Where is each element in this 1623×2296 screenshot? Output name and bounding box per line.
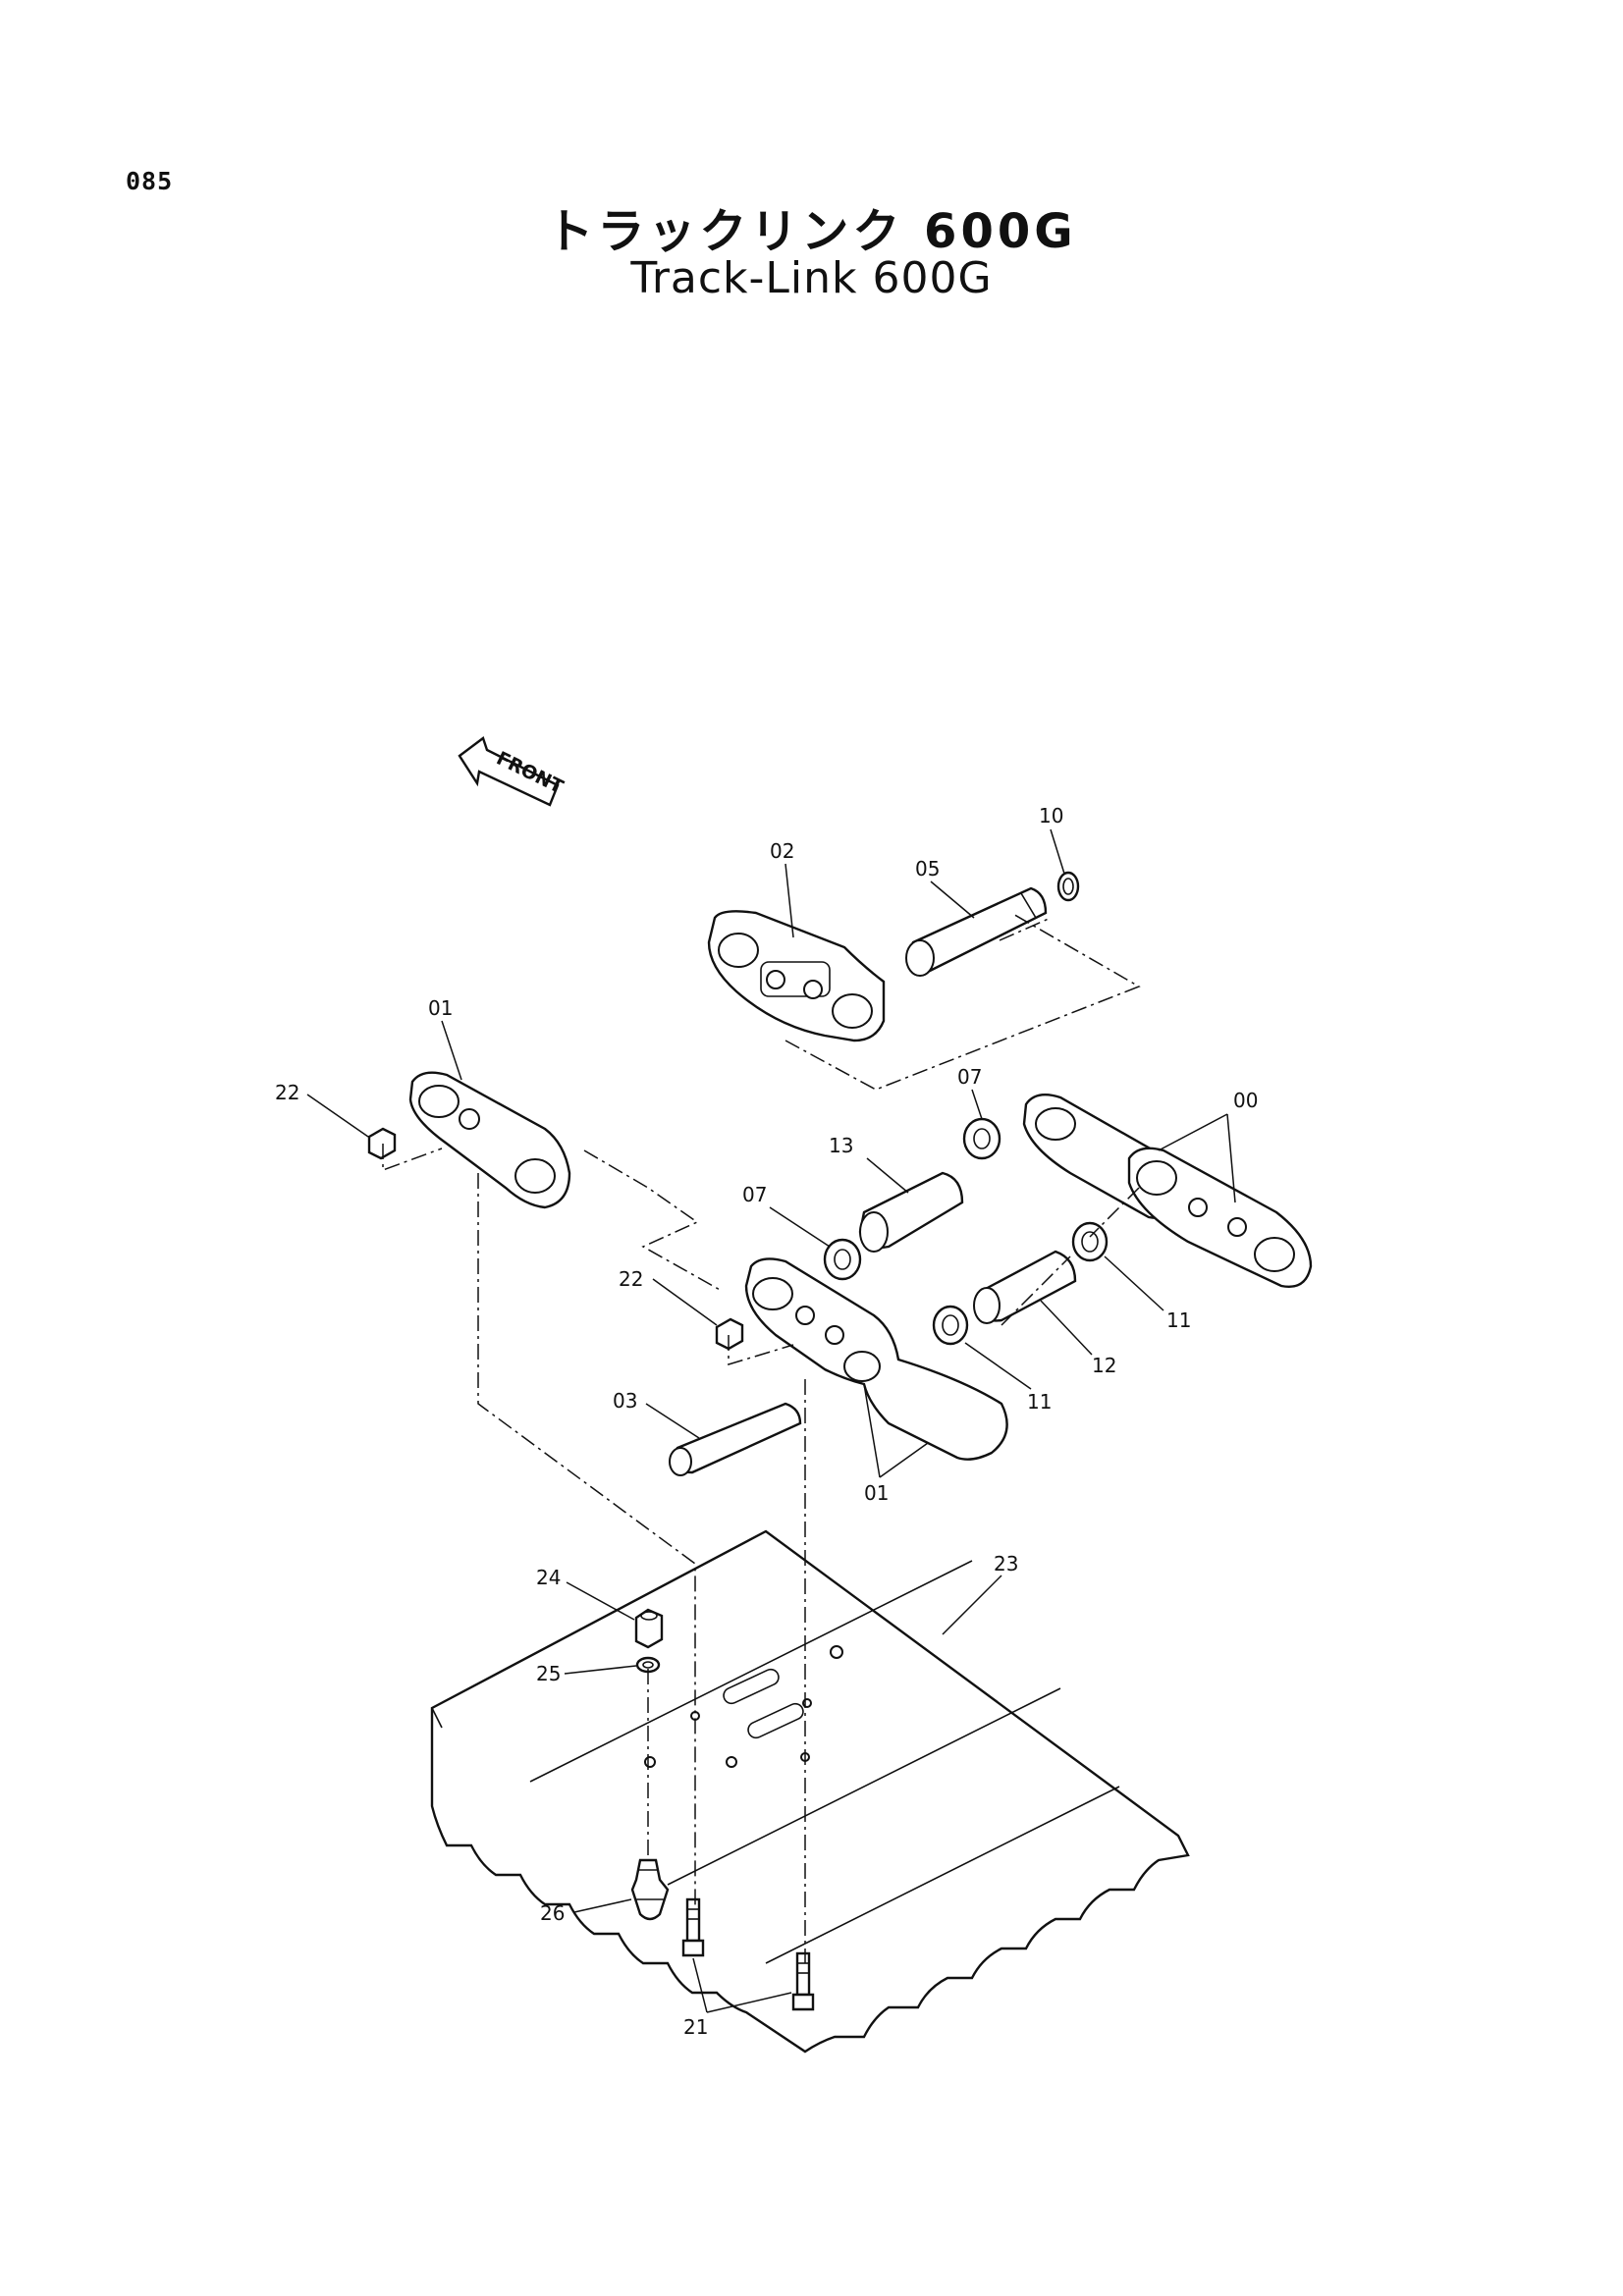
link-02-part bbox=[707, 910, 886, 1042]
callout-24: 24 bbox=[536, 1566, 561, 1589]
shoe-plate-23-part bbox=[430, 1529, 1190, 2054]
title-english: Track-Link 600G bbox=[630, 253, 993, 303]
pin-03-part bbox=[669, 1402, 802, 1476]
assembly-lines bbox=[382, 912, 1141, 1963]
nut-24-part bbox=[634, 1608, 664, 1649]
callout-21: 21 bbox=[683, 2015, 708, 2039]
callout-23: 23 bbox=[994, 1552, 1018, 1575]
bushing-13-part bbox=[858, 1171, 964, 1253]
callout-00: 00 bbox=[1233, 1089, 1258, 1112]
nut-22-upper-part bbox=[367, 1127, 397, 1160]
snap-ring-10-part bbox=[1056, 871, 1080, 902]
callout-25: 25 bbox=[536, 1662, 561, 1685]
callout-05: 05 bbox=[915, 857, 940, 881]
pin-05-part bbox=[905, 886, 1048, 977]
bushing-12-part bbox=[973, 1250, 1077, 1324]
callout-11-right: 11 bbox=[1166, 1308, 1191, 1332]
callout-07-lower: 07 bbox=[742, 1183, 767, 1206]
callout-26: 26 bbox=[540, 1901, 565, 1925]
callout-labels: 02 05 10 01 22 00 07 13 07 22 11 12 11 0… bbox=[275, 804, 1258, 2039]
seal-07-upper-part bbox=[962, 1117, 1001, 1160]
callout-02: 02 bbox=[770, 839, 794, 863]
callout-03: 03 bbox=[613, 1389, 637, 1413]
callout-07-upper: 07 bbox=[957, 1065, 982, 1089]
link-00-part bbox=[1022, 1094, 1313, 1288]
leader-lines bbox=[306, 828, 1236, 2013]
callout-10: 10 bbox=[1039, 804, 1063, 828]
callout-22-lower: 22 bbox=[619, 1267, 643, 1291]
callout-11-left: 11 bbox=[1027, 1390, 1052, 1414]
seal-11-left-part bbox=[932, 1305, 969, 1346]
bolt-21-right-part bbox=[791, 1951, 815, 2011]
callout-13: 13 bbox=[829, 1134, 853, 1157]
callout-01-left: 01 bbox=[428, 996, 453, 1020]
front-arrow-icon: FRONT bbox=[458, 736, 567, 807]
nut-22-lower-part bbox=[715, 1317, 744, 1351]
fitting-26-part bbox=[630, 1858, 670, 1921]
page-number: 085 bbox=[126, 167, 174, 195]
seal-11-right-part bbox=[1071, 1221, 1109, 1262]
callout-01-center: 01 bbox=[864, 1481, 889, 1505]
title-japanese: トラックリンク 600G bbox=[546, 204, 1077, 259]
seal-07-lower-part bbox=[823, 1238, 862, 1281]
callout-12: 12 bbox=[1092, 1354, 1116, 1377]
link-01-left-part bbox=[408, 1071, 571, 1209]
callout-22-upper: 22 bbox=[275, 1081, 299, 1104]
link-01-center-part bbox=[744, 1257, 1008, 1461]
bolt-21-left-part bbox=[681, 1897, 705, 1957]
